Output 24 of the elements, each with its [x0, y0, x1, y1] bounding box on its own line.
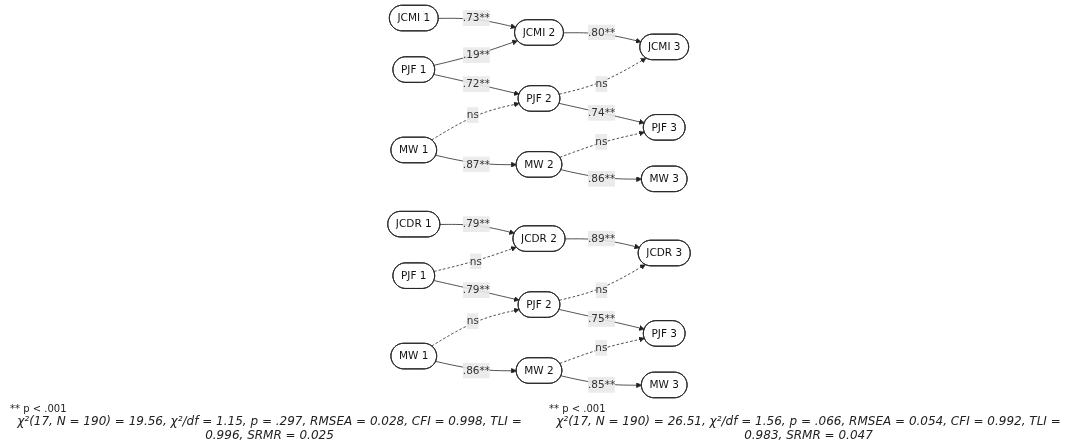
- edge-label: ns: [595, 135, 608, 148]
- edge-label: .86**: [588, 172, 616, 185]
- edge-label: .73**: [462, 11, 490, 24]
- edge-label: .87**: [462, 157, 490, 171]
- fit-statistics: χ²(17, N = 190) = 19.56, χ²/df = 1.15, p = .297, RMSEA = 0.028, CFI = 0.998, TLI = 0.996, SRMR = 0.025: [16, 414, 523, 442]
- edge-label: .85**: [588, 378, 616, 391]
- significance-note: ** p < .001: [10, 403, 68, 414]
- fit-statistics: χ²(17, N = 190) = 26.51, χ²/df = 1.56, p = .066, RMSEA = 0.054, CFI = 0.992, TLI = 0.983, SRMR = 0.047: [555, 414, 1062, 442]
- edge-label: ns: [595, 77, 608, 90]
- edge-label: .79**: [462, 283, 490, 297]
- edge-label: ns: [466, 108, 479, 121]
- edge-label: .72**: [462, 77, 490, 90]
- edge-label: .86**: [462, 363, 490, 377]
- edge-label: .79**: [462, 217, 490, 231]
- significance-note: ** p < .001: [549, 403, 607, 414]
- edge-label: .74**: [588, 106, 616, 119]
- edge-label: .19**: [462, 48, 491, 62]
- edge-label: .80**: [588, 25, 616, 39]
- edge-label: ns: [595, 283, 608, 297]
- edge-label: .89**: [588, 232, 616, 245]
- edge-label: ns: [469, 254, 482, 268]
- edge-label: ns: [466, 314, 479, 328]
- edge-label: ns: [595, 341, 608, 354]
- edge-label: .75**: [588, 312, 616, 325]
